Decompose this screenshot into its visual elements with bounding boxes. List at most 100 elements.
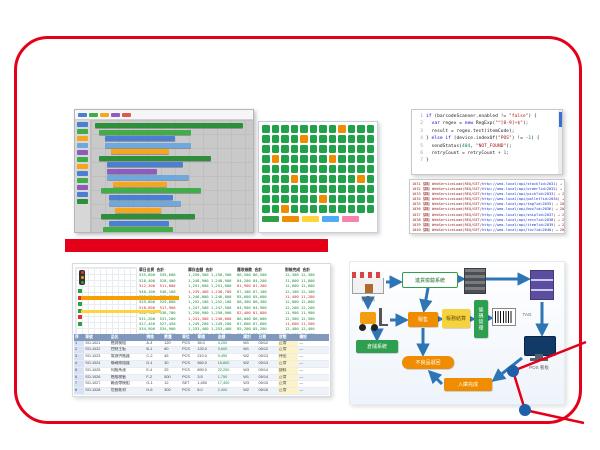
toolbox-block	[77, 129, 88, 134]
log-line: 1033 擷取 WebServiceLoad(REQ/GET/http://wm…	[412, 192, 565, 197]
table-cell: 1	[74, 340, 85, 347]
toolbox-block	[77, 164, 88, 169]
table-cell: PCS	[182, 340, 190, 345]
code-text: retryCount = retryCount + 1;	[426, 151, 510, 157]
grid-cell	[262, 185, 270, 193]
table-cell: W1	[243, 347, 249, 352]
toolbox-block	[77, 122, 88, 127]
grid-cell	[309, 165, 317, 173]
sheet-row: 84,200 84,200	[237, 277, 267, 283]
header-cell: 狀態	[278, 334, 287, 339]
code-block	[107, 175, 189, 180]
flow-box: 入庫完成	[444, 378, 492, 391]
code-block	[109, 201, 181, 206]
code-line: 6 retryCount = retryCount + 1;	[415, 150, 556, 157]
table-cell: 05/12	[258, 347, 269, 352]
grid-cell	[309, 155, 317, 163]
grid-row	[262, 125, 374, 133]
code-text: } else if (device.indexOf("POS") != -1) …	[426, 136, 540, 142]
grid-cell	[357, 125, 365, 133]
scrollbar-thumb	[558, 112, 562, 127]
header-cell: 單價	[197, 334, 205, 339]
table-cell: 22,250	[217, 367, 230, 372]
grid-cell	[319, 165, 327, 173]
sheet-row: 1,248,900 1,248,900	[188, 277, 232, 283]
flow-box: 帳務結算	[442, 309, 470, 328]
sheet-row: 對帳完成 合計	[285, 267, 311, 272]
table-cell: SO-1023	[85, 354, 101, 359]
table-cell: B-1	[146, 347, 153, 352]
sheet-row: 84,900 84,900	[237, 304, 267, 310]
table-cell: 電源供應器	[110, 354, 130, 359]
grid-cell	[271, 195, 279, 203]
header-cell: 品名	[110, 334, 119, 339]
grid-cell	[328, 195, 336, 203]
grid-cell	[357, 145, 365, 153]
table-cell: 缺料	[277, 367, 299, 374]
grid-cell	[309, 205, 317, 213]
sheet-row: 88,300 88,300	[237, 299, 267, 305]
factory-icon	[352, 272, 384, 294]
grid-cell	[357, 155, 365, 163]
table-cell: —	[299, 354, 304, 359]
code-block	[101, 214, 195, 219]
table-cell: 1,450	[197, 381, 207, 386]
sheet-row: 1,251,600 1,251,600	[188, 283, 232, 289]
log-console-screenshot: 1031 擷取 WebServiceLoad(REQ/GET/http://wm…	[409, 179, 565, 234]
table-cell: PCS	[182, 361, 190, 366]
grid-cell	[290, 135, 298, 143]
code-text: sendStatus(404, "NOT_FOUND");	[426, 143, 512, 149]
signal-lights-icon	[79, 270, 85, 285]
toolbox-block	[77, 199, 88, 204]
monitor-icon	[522, 336, 556, 362]
grid-cell	[309, 145, 317, 153]
cabinet-icon	[530, 270, 554, 300]
table-cell: 6	[74, 374, 85, 381]
grid-cell	[347, 195, 355, 203]
table-cell: PCS	[182, 367, 190, 372]
table-cell: 890.0	[197, 367, 207, 372]
grid-cell	[366, 185, 374, 193]
toolbox-block	[77, 157, 88, 162]
code-text: result = regex.test(itemCode);	[426, 128, 515, 134]
flow-box: TAG	[522, 312, 532, 317]
grid-cell	[319, 205, 327, 213]
grid-cell	[338, 185, 346, 193]
table-cell: 8.0	[197, 388, 203, 393]
table-cell: 35.0	[197, 340, 205, 345]
table-cell: W1	[243, 374, 249, 379]
flow-box: POS 看板	[529, 365, 549, 370]
code-line: 4} else if (device.indexOf("POS") != -1)…	[415, 135, 556, 142]
monitor-stand	[535, 354, 543, 358]
grid-cell	[366, 205, 374, 213]
flow-box: 進貨檢驗系統	[402, 272, 458, 288]
grid-cell	[262, 135, 270, 143]
table-cell: 17,400	[217, 381, 230, 386]
sheet-row: 12,600 12,600	[285, 283, 315, 289]
grid-cell	[271, 145, 279, 153]
grid-cell	[290, 185, 298, 193]
table-cell: F-2	[146, 374, 153, 379]
sheet-row: 527,450 527,450	[139, 321, 176, 327]
grid-cell	[366, 195, 374, 203]
table-cell: 3	[74, 354, 85, 361]
sheet-row: 12,200 12,200	[285, 304, 315, 310]
grid-cell	[262, 125, 270, 133]
grid-cell	[357, 165, 365, 173]
grid-cell	[347, 155, 355, 163]
table-cell: SO-1022	[85, 347, 101, 352]
grid-cell	[338, 145, 346, 153]
flow-box: 販售	[408, 312, 438, 327]
table-cell: 05/14	[258, 367, 269, 372]
server-icon	[464, 268, 486, 294]
status-square	[78, 321, 82, 326]
grid-cell	[338, 125, 346, 133]
table-cell: SO-1028	[85, 388, 101, 393]
